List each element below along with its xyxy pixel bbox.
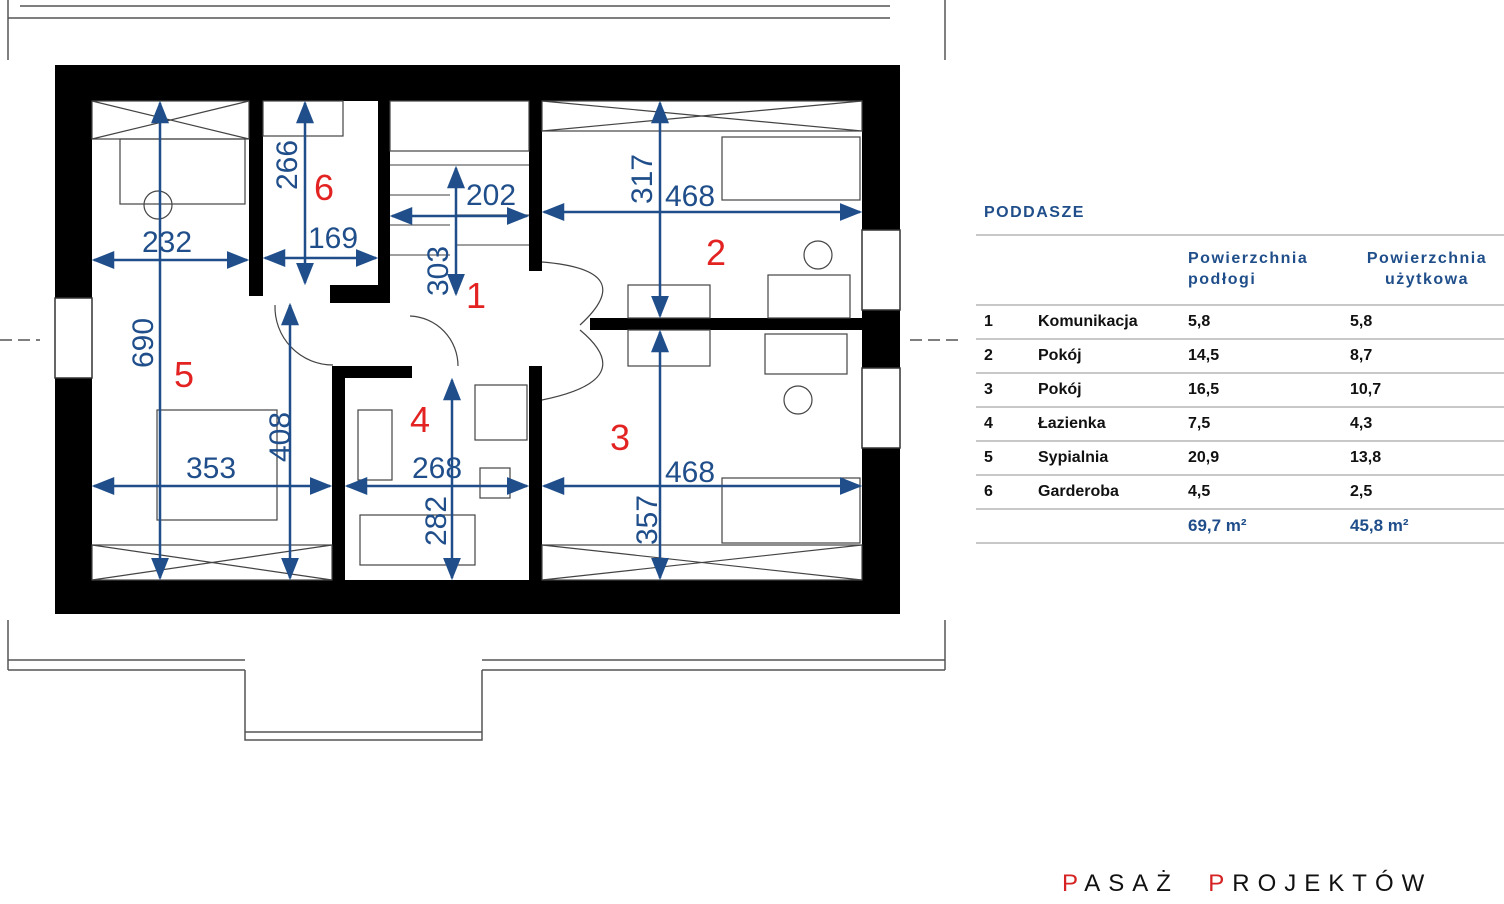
- total-usable-area: 45,8 m²: [1350, 508, 1504, 544]
- total-floor-area: 69,7 m²: [1188, 508, 1350, 544]
- dimension-label: 169: [308, 222, 358, 255]
- dimension-label: 303: [422, 246, 455, 296]
- dimension-label: 357: [631, 495, 664, 545]
- brand-logo: PASAŻ PROJEKTÓW: [1062, 870, 1433, 897]
- floor-plan: 232 690 266 169 202 303 317 468 468 357 …: [0, 0, 960, 741]
- dimension-label: 232: [142, 226, 192, 259]
- dimension-label: 317: [626, 154, 659, 204]
- dimension-label: 690: [127, 318, 160, 368]
- room-number: 5: [174, 354, 194, 395]
- room-number: 2: [706, 232, 726, 273]
- dimension-label: 268: [412, 452, 462, 485]
- dimension-label: 353: [186, 452, 236, 485]
- roof-outline: [0, 0, 960, 741]
- furniture: [91, 100, 863, 581]
- dimension-label: 468: [665, 456, 715, 489]
- room-number: 1: [466, 275, 486, 316]
- table-title: PODDASZE: [976, 194, 1504, 236]
- walls: [55, 65, 900, 614]
- room-number: 6: [314, 167, 334, 208]
- table-total-row: 69,7 m² 45,8 m²: [976, 508, 1504, 544]
- room-number: 3: [610, 417, 630, 458]
- dimension-label: 266: [271, 140, 304, 190]
- windows: [54, 229, 901, 449]
- room-number: 4: [410, 399, 430, 440]
- dimension-label: 202: [466, 179, 516, 212]
- dimension-lines: [91, 100, 863, 581]
- dimension-label: 408: [264, 412, 297, 462]
- dimension-label: 468: [665, 180, 715, 213]
- dimension-label: 282: [420, 496, 453, 546]
